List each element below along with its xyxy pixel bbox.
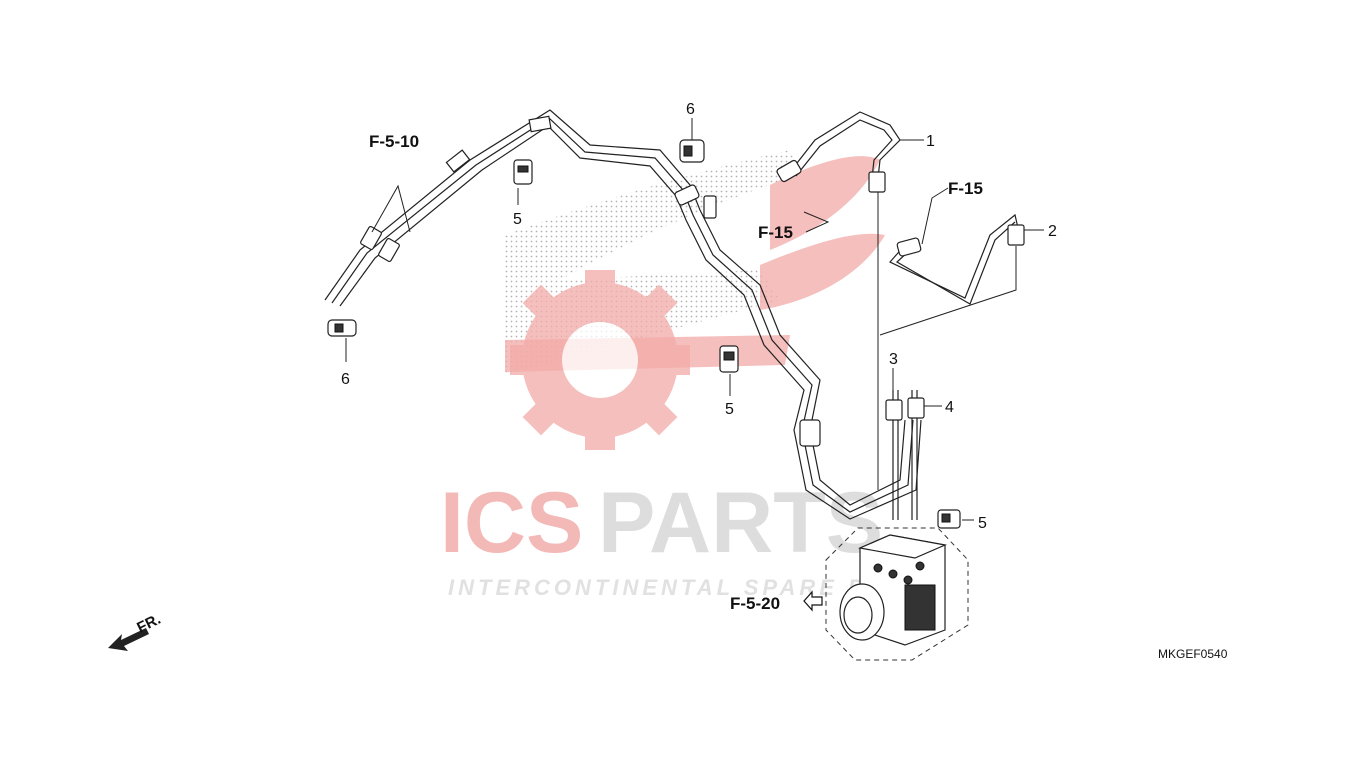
brake-pipe-2	[879, 213, 1025, 336]
callout-6-lower-left[interactable]: 6	[341, 371, 350, 388]
callout-1[interactable]: 1	[926, 133, 935, 150]
callout-5-right[interactable]: 5	[978, 515, 987, 532]
callout-5-upper-left[interactable]: 5	[513, 211, 522, 228]
ref-f-15-right[interactable]: F-15	[948, 179, 983, 198]
watermark: ICS PARTS INTERCONTINENTAL SPARE PARTS	[440, 150, 937, 600]
clip-5-right	[937, 509, 974, 529]
watermark-brand-ics: ICS	[440, 475, 583, 571]
callout-5-center[interactable]: 5	[725, 401, 734, 418]
ref-f-5-10[interactable]: F-5-10	[369, 132, 419, 151]
ref-f-15-left[interactable]: F-15	[758, 223, 793, 242]
callout-3[interactable]: 3	[889, 351, 898, 368]
diagram-code: MKGEF0540	[1158, 647, 1228, 661]
callout-4[interactable]: 4	[945, 399, 954, 416]
brake-pipe-1	[776, 111, 901, 490]
ref-f-5-20[interactable]: F-5-20	[730, 594, 780, 613]
ref-f-5-20-arrow-icon	[803, 590, 823, 612]
callout-6-upper[interactable]: 6	[686, 101, 695, 118]
clip-6-upper	[679, 118, 705, 163]
brake-pipe-long	[324, 109, 922, 520]
callout-leaders	[371, 139, 1044, 407]
watermark-gear	[510, 270, 690, 450]
abs-modulator	[825, 527, 969, 661]
clip-6-lower-left	[327, 319, 357, 362]
front-arrow-icon	[108, 628, 149, 651]
clip-5-upper-left	[513, 159, 533, 205]
callout-2[interactable]: 2	[1048, 223, 1057, 240]
watermark-brand-parts: PARTS	[598, 475, 883, 571]
clip-5-center	[719, 345, 739, 396]
brake-pipes-3-4	[885, 390, 925, 520]
front-direction-indicator: FR.	[108, 611, 163, 651]
